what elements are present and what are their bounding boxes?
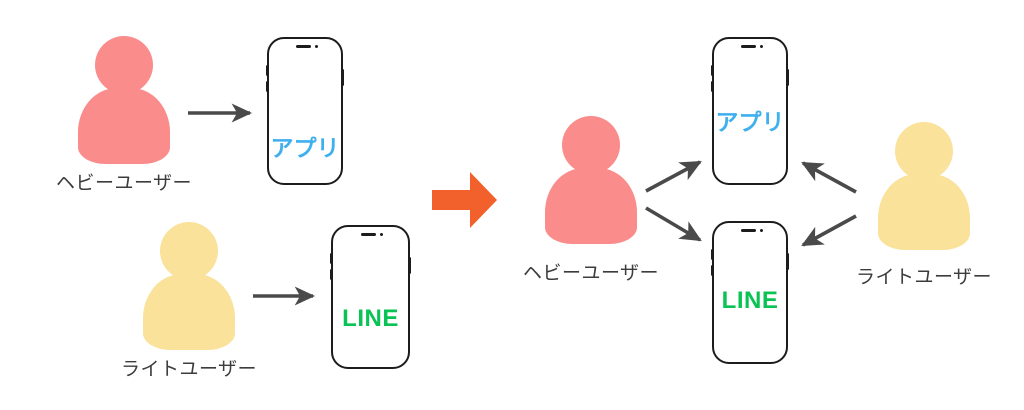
phone-volume-down-button bbox=[710, 81, 714, 92]
left-light-user-icon bbox=[143, 222, 235, 350]
right-heavy-user-icon bbox=[545, 116, 637, 244]
right-light-user-caption: ライトユーザー bbox=[855, 267, 993, 288]
left-line-phone-screen-label: LINE bbox=[342, 305, 399, 332]
phone-camera-icon bbox=[315, 44, 319, 48]
left-heavy-user-icon bbox=[78, 36, 170, 164]
person-body bbox=[878, 174, 970, 250]
left-light-user-caption: ライトユーザー bbox=[120, 359, 258, 380]
phone-power-button bbox=[786, 69, 790, 86]
phone-volume-down-button bbox=[265, 81, 269, 92]
person-body bbox=[545, 168, 637, 244]
phone-camera-icon bbox=[380, 232, 384, 236]
phone-volume-down-button bbox=[329, 269, 333, 280]
phone-power-button bbox=[408, 257, 412, 274]
right-light-user-icon bbox=[878, 122, 970, 250]
phone-speaker-icon bbox=[741, 45, 756, 48]
arrow-right-heavy-to-app bbox=[645, 160, 702, 193]
right-app-phone-screen-label: アプリ bbox=[715, 109, 785, 135]
left-app-phone-screen-label: アプリ bbox=[270, 135, 340, 161]
phone-power-button bbox=[341, 69, 345, 86]
person-head bbox=[95, 36, 153, 94]
person-head bbox=[160, 222, 218, 280]
phone-speaker-icon bbox=[361, 233, 376, 236]
right-heavy-user-caption: ヘビーユーザー bbox=[522, 263, 660, 284]
left-app-phone: アプリ bbox=[265, 37, 345, 185]
phone-power-button bbox=[786, 253, 790, 270]
person-head bbox=[562, 116, 620, 174]
person-head bbox=[895, 122, 953, 180]
phone-camera-icon bbox=[760, 228, 764, 232]
person-body bbox=[143, 274, 235, 350]
phone-camera-icon bbox=[760, 44, 764, 48]
right-line-phone: LINE bbox=[710, 221, 790, 364]
phone-volume-up-button bbox=[265, 65, 269, 76]
person-body bbox=[78, 88, 170, 164]
phone-speaker-icon bbox=[741, 229, 756, 232]
left-line-phone: LINE bbox=[329, 225, 412, 369]
phone-volume-down-button bbox=[710, 265, 714, 276]
phone-volume-up-button bbox=[710, 65, 714, 76]
phone-volume-up-button bbox=[329, 253, 333, 264]
left-heavy-user-caption: ヘビーユーザー bbox=[55, 173, 193, 194]
arrow-right-light-to-line bbox=[801, 214, 857, 247]
right-line-phone-screen-label: LINE bbox=[721, 287, 779, 314]
arrow-right-light-to-app bbox=[801, 161, 857, 194]
transition-block-arrow-right-icon bbox=[432, 172, 497, 228]
phone-volume-up-button bbox=[710, 249, 714, 260]
arrow-right-heavy-to-line bbox=[645, 206, 702, 242]
right-app-phone: アプリ bbox=[710, 37, 790, 185]
phone-speaker-icon bbox=[296, 45, 311, 48]
